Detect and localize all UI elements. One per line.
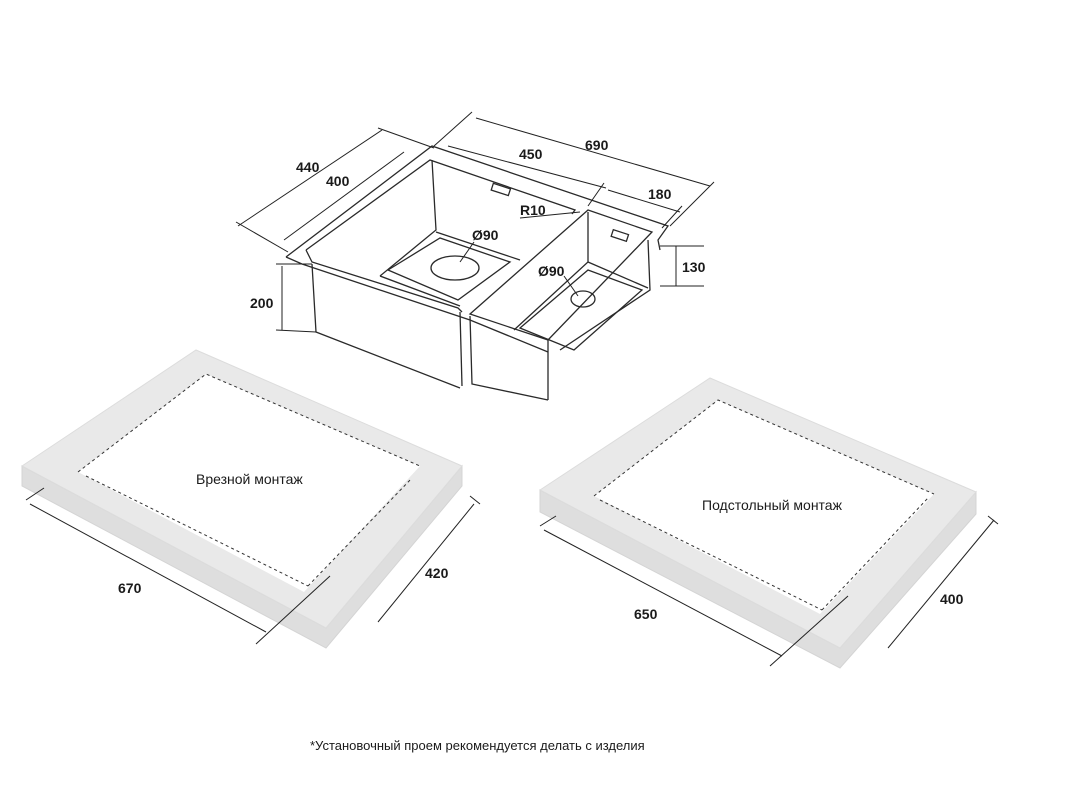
dim-drain-small: Ø90: [538, 263, 565, 279]
installation-footnote: *Установочный проем рекомендуется делать…: [310, 738, 645, 753]
inset-mount-title: Врезной монтаж: [196, 471, 303, 487]
dim-main-bowl-width: 450: [519, 146, 543, 162]
sink-dimension-lines: [235, 111, 715, 333]
dim-small-bowl-height: 130: [682, 259, 706, 275]
dim-small-bowl-width: 180: [648, 186, 672, 202]
dim-overall-depth: 440: [296, 159, 320, 175]
dim-overall-width: 690: [585, 137, 609, 153]
undermount-width: 650: [634, 606, 658, 622]
inset-mount-width: 670: [118, 580, 142, 596]
inset-mount-slab: [21, 349, 463, 649]
dim-bowl-depth: 400: [326, 173, 350, 189]
dim-drain-main: Ø90: [472, 227, 499, 243]
undermount-slab: [539, 377, 977, 669]
dim-main-bowl-height: 200: [250, 295, 274, 311]
inset-mount-dimension-lines: [25, 487, 481, 645]
undermount-title: Подстольный монтаж: [702, 497, 843, 513]
undermount-depth: 400: [940, 591, 964, 607]
dim-radius: R10: [520, 202, 546, 218]
inset-mount-depth: 420: [425, 565, 449, 581]
undermount-dimension-lines: [539, 515, 999, 667]
